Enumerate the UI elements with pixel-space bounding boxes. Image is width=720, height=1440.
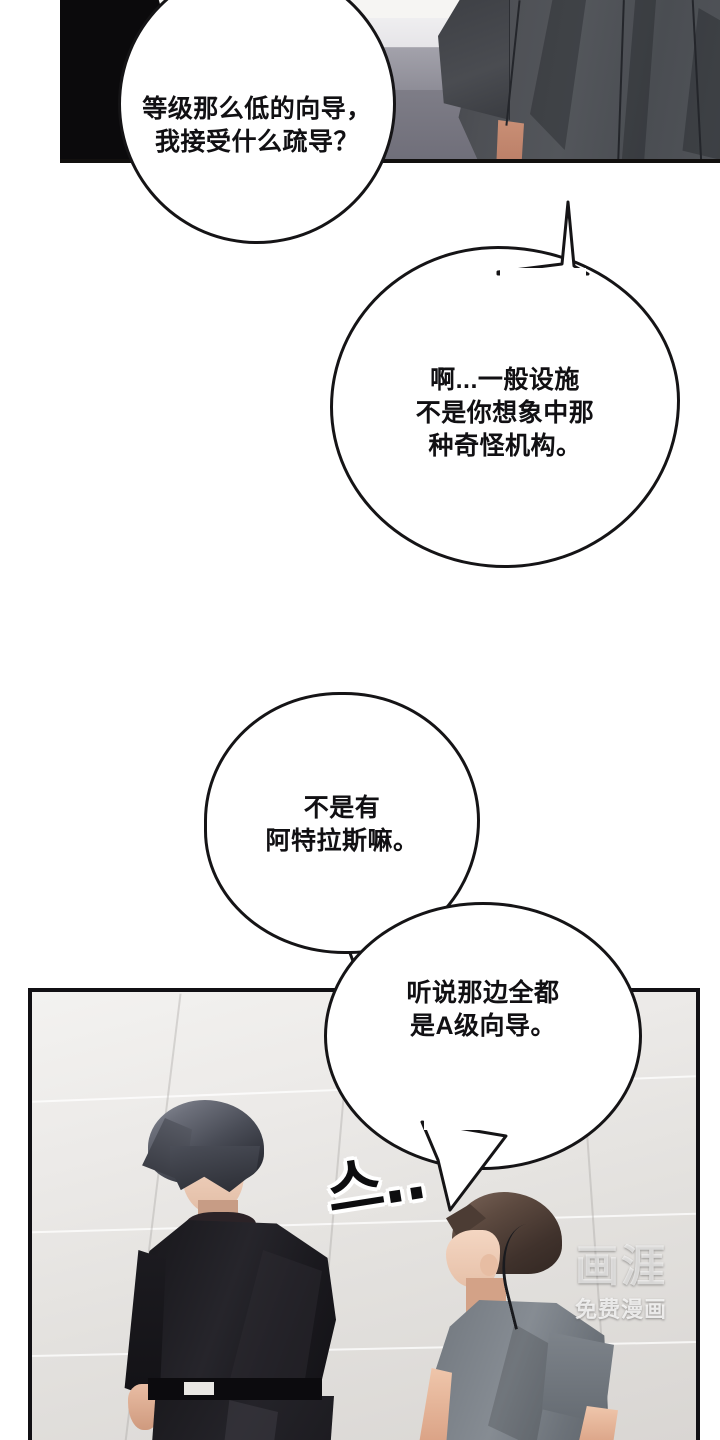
bubble-line: 等级那么低的向导， (142, 95, 372, 123)
character-hand (496, 120, 524, 159)
bubble-line: 不是你想象中那 (415, 398, 595, 427)
speech-bubble-2: 啊...一般设施 不是你想象中那 种奇怪机构。 (330, 246, 680, 568)
belt (148, 1378, 322, 1400)
speech-bubble-1-text: 等级那么低的向导， 我接受什么疏导？ (142, 93, 372, 159)
torso-black-top (132, 1220, 336, 1392)
character-man-gray-tshirt (410, 1192, 620, 1440)
speech-bubble-2-tail (496, 198, 590, 278)
speech-bubble-1: 等级那么低的向导， 我接受什么疏导？ (118, 0, 396, 244)
bubble-line: 是A级向导。 (409, 1012, 557, 1040)
bubble-line: 啊...一般设施 (430, 365, 580, 394)
speech-bubble-3-text: 不是有 阿特拉斯嘛。 (265, 792, 418, 858)
bubble-line: 不是有 (303, 794, 381, 822)
bubble-line: 听说那边全都 (406, 979, 560, 1007)
bubble-line: 种奇怪机构。 (428, 431, 582, 460)
ear (480, 1254, 498, 1276)
left-arm (419, 1368, 452, 1440)
speech-bubble-4-tail (420, 1120, 510, 1212)
bubble-line: 阿特拉斯嘛。 (265, 827, 419, 855)
character-man-black-turtleneck (110, 1100, 360, 1440)
speech-bubble-2-text: 啊...一般设施 不是你想象中那 种奇怪机构。 (416, 364, 595, 463)
speech-bubble-4-text: 听说那边全都 是A级向导。 (406, 977, 559, 1043)
panel-bottom (28, 988, 700, 1440)
coat-sleeve (438, 0, 510, 120)
belt-buckle (184, 1382, 214, 1395)
bubble-line: 我接受什么疏导？ (154, 128, 359, 156)
